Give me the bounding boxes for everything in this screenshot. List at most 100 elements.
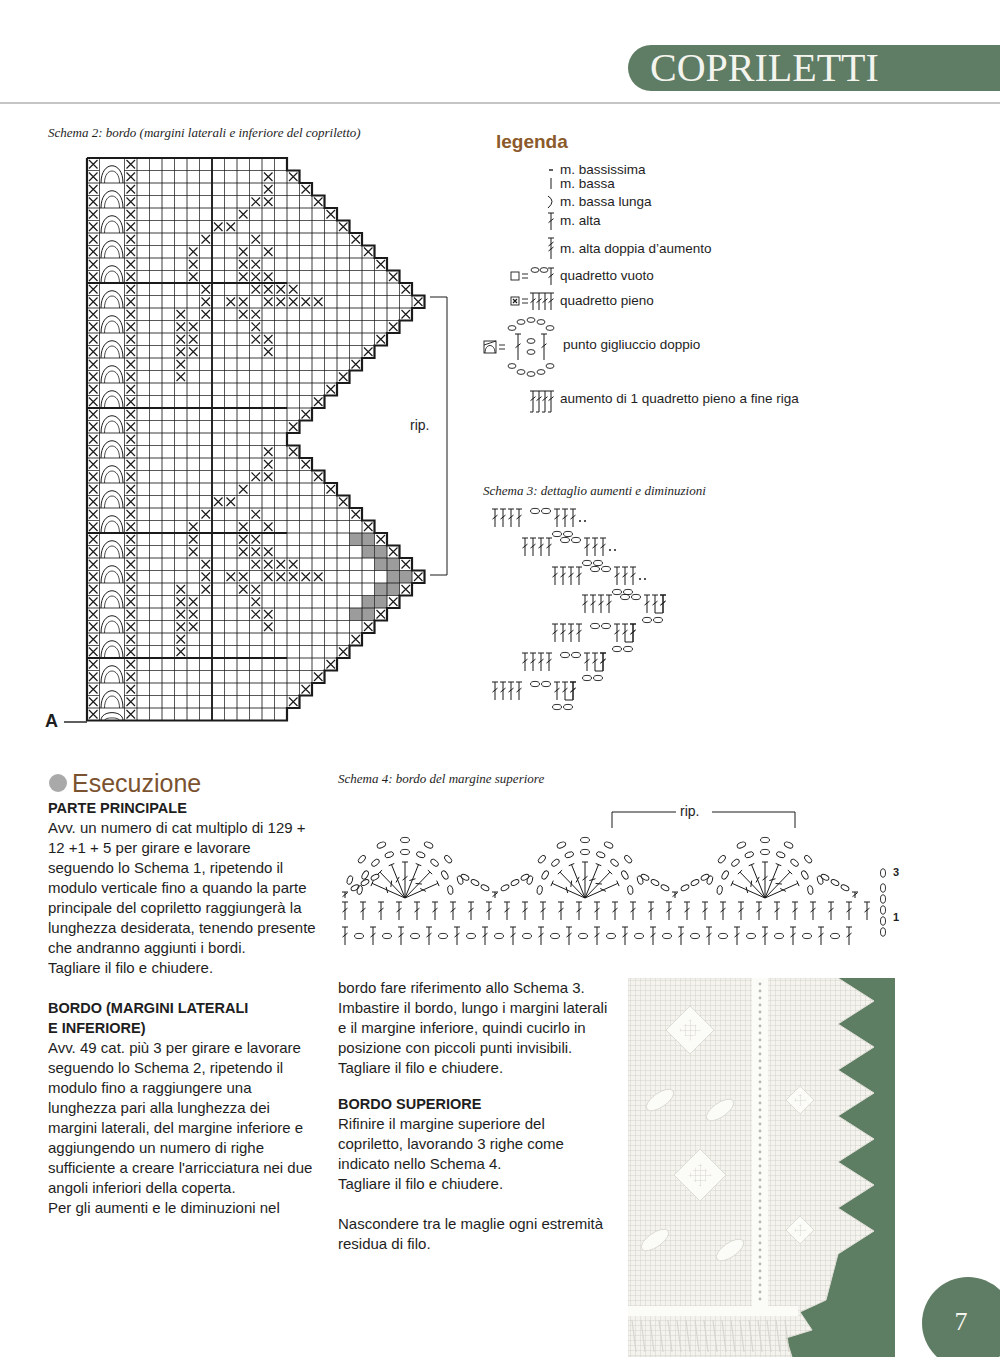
grid-cells-part xyxy=(287,658,300,671)
grid-cells-part xyxy=(387,308,400,321)
filled-square-part xyxy=(127,223,136,232)
gigliuccio-symbol-part xyxy=(101,491,123,508)
schema4-figure-part xyxy=(731,881,765,898)
grid-cells-part xyxy=(337,558,350,571)
grid-cells-part xyxy=(162,233,175,246)
chart-outline xyxy=(87,158,425,721)
legend-entry: quadretto pieno xyxy=(560,293,654,309)
grid-cells-part xyxy=(387,596,400,609)
legend-symbol-part xyxy=(548,213,554,230)
filled-square-part xyxy=(252,323,261,332)
filled-square-part xyxy=(89,548,98,557)
grid-cells-part xyxy=(87,408,100,421)
filled-square-part xyxy=(127,198,136,207)
schema3-figure-part xyxy=(553,531,562,536)
grid-cells-part xyxy=(125,258,138,271)
gigliuccio-symbol-part xyxy=(101,441,123,458)
grid-cells-part xyxy=(175,208,188,221)
schema4-figure-part xyxy=(635,933,644,938)
schema3-figure-part xyxy=(590,595,596,613)
grid-cells-part xyxy=(125,683,138,696)
schema4-figure-part xyxy=(803,854,813,864)
grid-cells-part xyxy=(250,533,263,546)
grid-cells-part xyxy=(87,321,100,334)
grid-cells-part xyxy=(200,483,213,496)
grid-cells-part xyxy=(87,508,100,521)
grid-cells-part xyxy=(150,483,163,496)
schema4-figure-part xyxy=(396,902,402,920)
grid-cells-part xyxy=(262,558,275,571)
grid-cells-part xyxy=(212,683,225,696)
grid-cells-part xyxy=(237,296,250,309)
schema4-figure-part xyxy=(384,851,394,859)
grid-cells-part xyxy=(275,208,288,221)
grid-cells-part xyxy=(125,646,138,659)
grid-cells-part xyxy=(225,571,238,584)
grid-cells-part xyxy=(175,383,188,396)
schema4-figure-part xyxy=(378,870,405,898)
grid-cells-part xyxy=(300,671,313,684)
grid-cells-part xyxy=(137,196,150,209)
filled-square-part xyxy=(252,235,261,244)
bedspread-photo-part xyxy=(686,1320,690,1352)
grid-cells-part xyxy=(275,396,288,409)
schema3-figure-part xyxy=(613,589,622,594)
grid-cells-part xyxy=(187,296,200,309)
grid-cells-part xyxy=(125,383,138,396)
grid-cells-part xyxy=(250,646,263,659)
grid-cells-part xyxy=(262,183,275,196)
grid-cells-part xyxy=(237,408,250,421)
grid-cells-part xyxy=(162,558,175,571)
filled-square-part xyxy=(177,610,186,619)
grid-cells-part xyxy=(275,183,288,196)
grid-cells-part xyxy=(187,696,200,709)
gigliuccio-symbol-part xyxy=(101,616,123,633)
filled-square-part xyxy=(177,585,186,594)
row-number: 3 xyxy=(893,866,899,878)
shaded-cells-part xyxy=(362,546,375,559)
grid-cells-part xyxy=(250,696,263,709)
grid-cells-part xyxy=(125,446,138,459)
grid-cells-part xyxy=(262,258,275,271)
bedspread-photo-part xyxy=(759,1095,762,1098)
grid-cells-part xyxy=(237,158,250,171)
grid-cells-part xyxy=(125,696,138,709)
grid-cells-part xyxy=(237,196,250,209)
filled-square-part xyxy=(127,410,136,419)
shaded-cells-part xyxy=(400,571,413,584)
grid-cells-part xyxy=(200,583,213,596)
grid-cells-part xyxy=(250,596,263,609)
filled-square-part xyxy=(252,285,261,294)
grid-cells-part xyxy=(262,621,275,634)
grid-cells-part xyxy=(250,558,263,571)
body-text: Avv. un numero di cat multiplo di 129 + … xyxy=(48,818,316,958)
schema3-figure-part xyxy=(614,624,620,642)
schema4-figure-part xyxy=(405,870,432,898)
filled-square-part xyxy=(89,160,98,169)
grid-cells-part xyxy=(262,321,275,334)
filled-square-part xyxy=(252,598,261,607)
grid-cells-part xyxy=(237,333,250,346)
grid-cells-part xyxy=(162,271,175,284)
bedspread-photo-part xyxy=(677,1320,681,1352)
grid-cells-part xyxy=(337,521,350,534)
grid-cells-part xyxy=(225,283,238,296)
grid-cells-part xyxy=(325,371,338,384)
grid-cells-part xyxy=(375,321,388,334)
grid-cells-part xyxy=(262,546,275,559)
legend-entry: quadretto vuoto xyxy=(560,268,654,284)
grid-cells-part xyxy=(162,646,175,659)
filled-square-part xyxy=(177,373,186,382)
grid-cells-part xyxy=(162,508,175,521)
schema4-figure-part xyxy=(356,885,363,895)
schema3-figure-part xyxy=(565,700,573,701)
bedspread-photo-part xyxy=(759,1228,762,1231)
schema4-figure-part xyxy=(660,884,670,892)
grid-cells-part xyxy=(162,458,175,471)
grid-cells-part xyxy=(125,483,138,496)
grid-cells-part xyxy=(250,408,263,421)
gigliuccio-symbol-part xyxy=(101,516,123,533)
grid-cells-part xyxy=(362,346,375,359)
grid-cells-part xyxy=(337,333,350,346)
schema4-figure-part xyxy=(622,927,628,945)
